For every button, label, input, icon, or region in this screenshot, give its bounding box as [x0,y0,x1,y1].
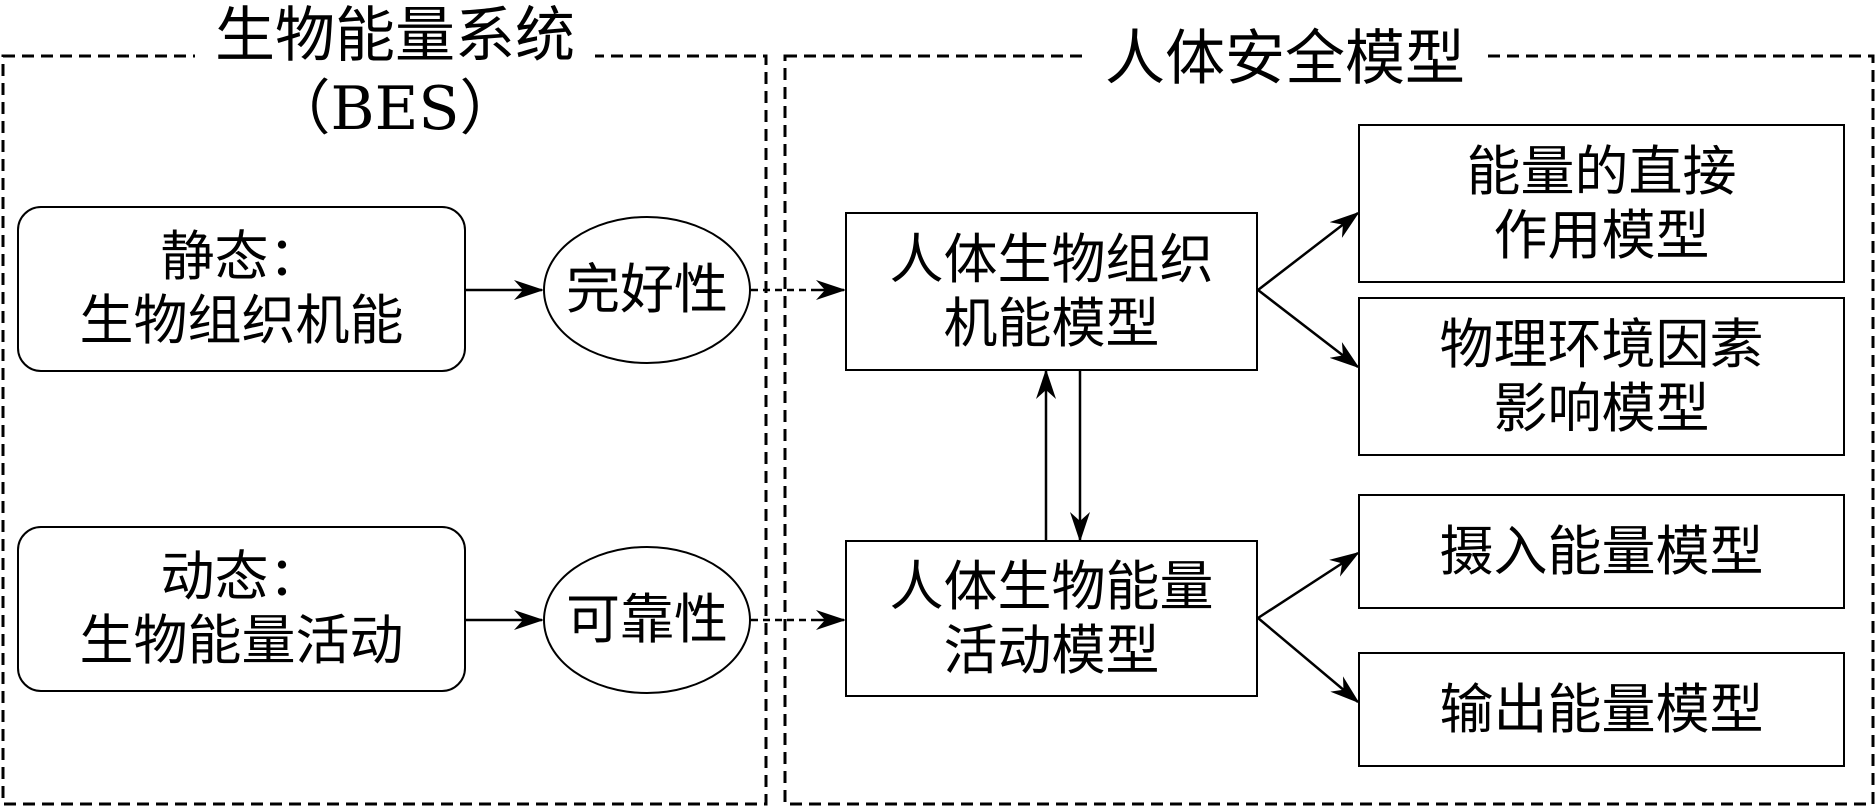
energy-activity-model-box: 人体生物能量 活动模型 [845,540,1258,697]
energy-activity-model-line2: 活动模型 [943,618,1160,682]
arrow-activity-to-output-model [1257,617,1360,704]
reliability-ellipse: 可靠性 [543,546,751,694]
dynamic-state-line1: 动态： [160,545,323,608]
static-state-line1: 静态： [160,225,323,288]
intake-energy-model-label: 摄入能量模型 [1439,519,1764,583]
static-state-box: 静态： 生物组织机能 [17,206,466,372]
output-energy-model-label: 输出能量模型 [1439,677,1764,741]
dynamic-state-box: 动态： 生物能量活动 [17,526,466,692]
bes-title-text: 生物能量系统 [215,1,575,71]
dynamic-state-line2: 生物能量活动 [79,609,404,672]
tissue-function-model-line1: 人体生物组织 [889,227,1214,291]
direct-energy-model-line2: 作用模型 [1493,203,1710,267]
integrity-label: 完好性 [566,258,728,321]
environment-model-line1: 物理环境因素 [1439,312,1764,376]
arrow-tissue-to-environment-model [1257,289,1360,369]
direct-energy-model-line1: 能量的直接 [1466,139,1737,203]
tissue-function-model-line2: 机能模型 [943,291,1160,355]
integrity-ellipse: 完好性 [543,216,751,364]
tissue-function-model-box: 人体生物组织 机能模型 [845,212,1258,371]
output-energy-model-box: 输出能量模型 [1358,652,1845,767]
reliability-label: 可靠性 [566,588,728,651]
bes-region-title: 生物能量系统 [195,3,595,69]
bes-region-subtitle: （BES） [270,76,520,142]
environment-model-box: 物理环境因素 影响模型 [1358,297,1845,456]
energy-activity-model-line1: 人体生物能量 [889,554,1214,618]
intake-energy-model-box: 摄入能量模型 [1358,494,1845,609]
bes-subtitle-text: （BES） [270,74,520,144]
safety-title-text: 人体安全模型 [1105,24,1465,94]
arrow-activity-to-intake-model [1257,551,1360,620]
environment-model-line2: 影响模型 [1493,376,1710,440]
static-state-line2: 生物组织机能 [79,289,404,352]
direct-energy-model-box: 能量的直接 作用模型 [1358,124,1845,283]
safety-region-title: 人体安全模型 [1085,26,1485,92]
arrow-tissue-to-direct-energy-model [1257,211,1360,291]
